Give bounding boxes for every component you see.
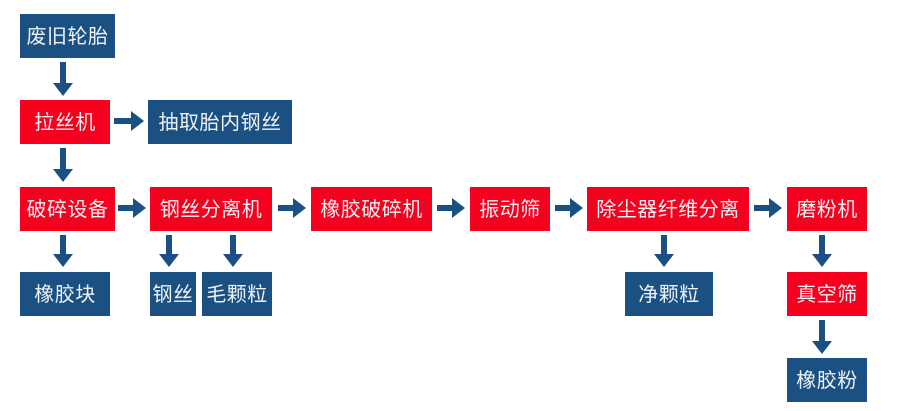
- arrow-right-icon: [437, 197, 465, 219]
- arrow-right-icon: [278, 197, 306, 219]
- flow-node-label: 真空筛: [796, 282, 858, 306]
- flow-node-label: 橡胶块: [34, 282, 96, 306]
- flow-node[interactable]: 振动筛: [470, 187, 550, 231]
- arrow-down-icon: [811, 235, 833, 267]
- arrow-down-icon: [52, 62, 74, 96]
- flow-node[interactable]: 钢丝分离机: [150, 187, 272, 231]
- flow-node-label: 破碎设备: [26, 197, 109, 221]
- arrow-down-icon: [811, 320, 833, 354]
- flow-node-label: 抽取胎内钢丝: [158, 110, 282, 134]
- flow-node[interactable]: 橡胶块: [20, 272, 110, 316]
- flow-node[interactable]: 废旧轮胎: [20, 14, 115, 58]
- flow-node-label: 废旧轮胎: [26, 24, 109, 48]
- arrow-right-icon: [555, 197, 583, 219]
- flow-node[interactable]: 拉丝机: [20, 100, 110, 144]
- arrow-down-icon: [158, 235, 180, 267]
- flow-node[interactable]: 抽取胎内钢丝: [148, 100, 292, 144]
- arrow-down-icon: [52, 235, 74, 267]
- flow-node-label: 橡胶粉: [796, 368, 858, 392]
- flow-node[interactable]: 破碎设备: [20, 187, 115, 231]
- flow-node[interactable]: 真空筛: [787, 272, 867, 316]
- flow-node[interactable]: 净颗粒: [625, 272, 713, 316]
- arrow-down-icon: [653, 235, 675, 267]
- flow-node-label: 磨粉机: [796, 197, 858, 221]
- flow-node[interactable]: 磨粉机: [787, 187, 867, 231]
- flow-node[interactable]: 橡胶破碎机: [311, 187, 432, 231]
- arrow-down-icon: [222, 235, 244, 267]
- flow-node-label: 钢丝分离机: [159, 197, 263, 221]
- arrow-right-icon: [754, 197, 782, 219]
- flow-node-label: 橡胶破碎机: [320, 197, 423, 221]
- arrow-right-icon: [114, 110, 144, 132]
- flow-node-label: 钢丝: [152, 282, 194, 306]
- flow-node-label: 毛颗粒: [206, 282, 268, 306]
- flow-node[interactable]: 橡胶粉: [787, 358, 867, 402]
- flow-node[interactable]: 除尘器纤维分离: [587, 187, 749, 231]
- flow-node-label: 净颗粒: [638, 282, 700, 306]
- flow-node[interactable]: 钢丝: [150, 272, 196, 316]
- flow-node-label: 振动筛: [479, 197, 541, 221]
- flow-node[interactable]: 毛颗粒: [202, 272, 272, 316]
- arrow-down-icon: [52, 148, 74, 182]
- flow-node-label: 除尘器纤维分离: [596, 197, 740, 221]
- flow-node-label: 拉丝机: [34, 110, 96, 134]
- arrow-right-icon: [118, 197, 146, 219]
